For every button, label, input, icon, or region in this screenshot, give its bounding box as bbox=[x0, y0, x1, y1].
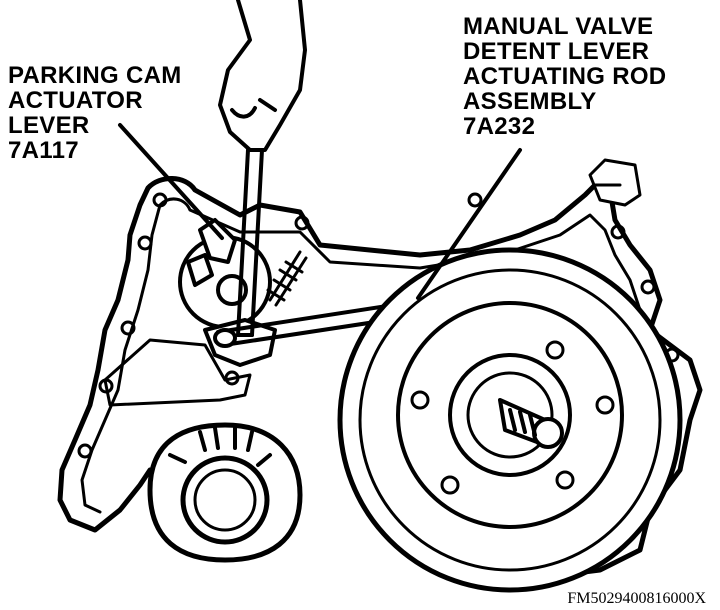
callout-line: 7A232 bbox=[463, 113, 536, 140]
callout-line: ACTUATING ROD bbox=[463, 63, 667, 90]
manual-valve-rod-callout: MANUAL VALVE DETENT LEVER ACTUATING ROD … bbox=[463, 14, 666, 139]
callout-line: 7A117 bbox=[8, 137, 79, 164]
input-shaft bbox=[498, 398, 564, 449]
callout-line: LEVER bbox=[8, 112, 90, 139]
hand bbox=[218, 0, 307, 152]
case-bolt-holes bbox=[77, 192, 680, 459]
vent-boss bbox=[588, 158, 642, 207]
detent-spring bbox=[266, 250, 308, 307]
figure-code: FM5029400816000X bbox=[567, 590, 706, 607]
leader-right bbox=[416, 148, 522, 300]
output-housing bbox=[147, 422, 303, 563]
callout-line: MANUAL VALVE bbox=[463, 13, 654, 40]
pump-bolts bbox=[410, 340, 615, 495]
lever-bracket bbox=[103, 338, 252, 407]
output-splines bbox=[168, 426, 272, 467]
parking-cam-actuator-lever-callout: PARKING CAM ACTUATOR LEVER 7A117 bbox=[8, 63, 182, 163]
callout-line: PARKING CAM bbox=[8, 62, 182, 89]
callout-line: ASSEMBLY bbox=[463, 88, 597, 115]
screwdriver bbox=[236, 148, 264, 337]
callout-line: DETENT LEVER bbox=[463, 38, 650, 65]
case-outline bbox=[57, 176, 703, 578]
leader-left bbox=[118, 123, 224, 240]
callout-line: ACTUATOR bbox=[8, 87, 143, 114]
